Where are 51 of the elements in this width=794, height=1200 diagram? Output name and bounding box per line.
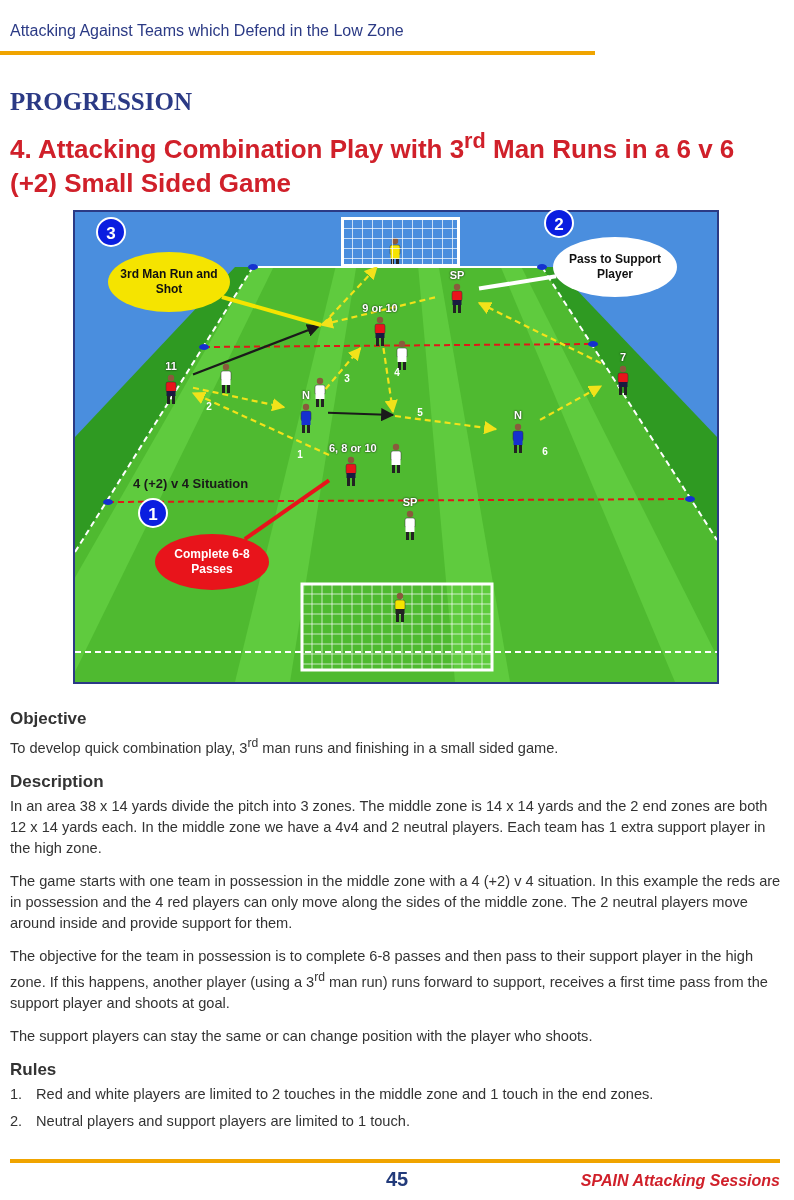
edge-label: 6: [542, 445, 548, 457]
section-label: PROGRESSION: [10, 88, 192, 116]
list-number: 2.: [10, 1111, 24, 1131]
player-label: SP: [402, 496, 418, 509]
player-label: 9 or 10: [362, 302, 398, 315]
pass-arrow: [322, 266, 378, 325]
player-label: N: [514, 409, 522, 422]
zone-label: 4 (+2) v 4 Situation: [133, 476, 249, 491]
header-text: Attacking Against Teams which Defend in the Low Zone: [10, 22, 404, 40]
section-heading: Description: [10, 770, 105, 792]
pass-arrow: [324, 347, 362, 390]
player-label: 11: [165, 360, 177, 373]
pass-arrow: [539, 385, 603, 421]
section-heading: Rules: [10, 1058, 58, 1080]
footer-text: SPAIN Attacking Sessions: [580, 1172, 780, 1190]
leader-line: [478, 274, 557, 291]
pass-arrow: [394, 414, 498, 435]
run-arrow: [327, 408, 395, 422]
run-arrow: [192, 324, 321, 376]
rule-text: Red and white players are limited to 2 touches in the middle zone and 1 touch in the end zones.: [36, 1084, 654, 1104]
paragraph: The objective for the team in possession is to complete 6-8 passes and then pass to their support player in the high zone. If this happens, another player (using a 3$^{rd}$ man run) runs forward to support, receives a first time pass from the support player and shoots at goal.: [10, 946, 769, 1013]
step-number-badge: 2: [544, 208, 574, 238]
edge-label: 3: [344, 372, 350, 384]
page-number: 45: [384, 1168, 410, 1191]
pass-arrow: [382, 347, 398, 414]
pass-arrow: [192, 386, 286, 412]
page-title: 4. Attacking Combination Play with 3$^{rd}$ Man Runs in a 6 v 6 (+2) Small Sided Game: [10, 127, 736, 200]
player-label: SP: [449, 269, 465, 282]
list-number: 1.: [10, 1084, 24, 1104]
rule-text: Neutral players and support players are limited to 1 touch.: [36, 1111, 410, 1131]
leader-line: [243, 478, 331, 541]
player-label: N: [302, 389, 310, 402]
edge-label: 4: [394, 366, 400, 378]
edge-label: 2: [206, 400, 212, 412]
player-label: 7: [619, 351, 627, 364]
paragraph: The game starts with one team in possession in the middle zone with a 4 (+2) v 4 situation. In this example the reds are in possession and the 4 red players can only move along the sides of the middle zone. The 2 neutral players move around inside and provide support for them.: [10, 871, 782, 933]
pass-arrow: [191, 391, 330, 456]
callout-text: Pass to Support Player: [568, 252, 662, 282]
callout-text: Complete 6-8 Passes: [173, 547, 251, 577]
paragraph: To develop quick combination play, 3$^{rd}$ man runs and finishing in a small sided game.: [10, 735, 560, 758]
section-heading: Objective: [10, 708, 88, 729]
pass-arrow: [319, 296, 436, 329]
edge-label: 5: [417, 406, 423, 418]
paragraph: In an area 38 x 14 yards divide the pitch into 3 zones. The middle zone is 14 x 14 yards and the 2 end zones are both 12 x 14 yards each. In the middle zone we have a 4v4 and 2 neutral players. Each team has 1 extra support player in the high zone.: [10, 796, 769, 858]
paragraph: The support players can stay the same or can change position with the player who shoots.: [10, 1026, 594, 1046]
goal-drawing: [341, 217, 460, 267]
edge-label: 1: [297, 448, 303, 460]
callout-text: 3rd Man Run and Shot: [119, 267, 219, 297]
player-label: 6, 8 or 10: [329, 442, 377, 455]
pass-arrow: [477, 301, 602, 365]
leader-line: [221, 295, 322, 327]
